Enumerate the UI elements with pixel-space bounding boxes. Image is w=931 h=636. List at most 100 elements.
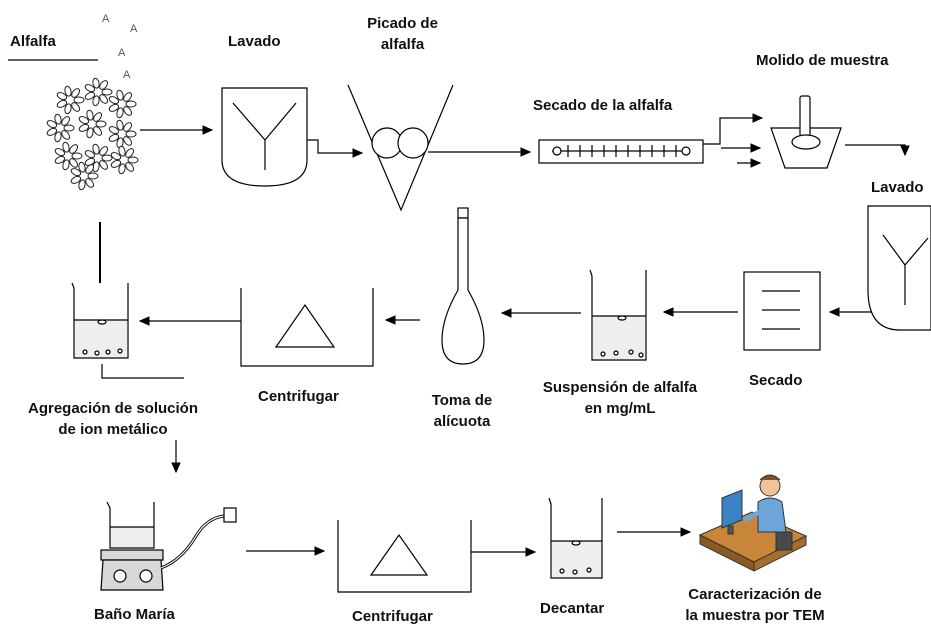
alfalfa-leaf — [62, 159, 70, 171]
label-caracterizacion-line1: Caracterización de — [688, 586, 822, 603]
drying-tube-outlets — [703, 113, 764, 168]
label-toma-line2: alícuota — [433, 413, 491, 430]
alfalfa-leaf — [56, 99, 68, 108]
alfalfa-leaf — [61, 130, 71, 140]
label-lavado-2: Lavado — [871, 179, 924, 196]
alfalfa-leaf — [118, 163, 126, 175]
alfalfa-leaf — [93, 112, 103, 122]
alfalfa-leaf — [93, 126, 103, 136]
label-toma-line1: Toma de — [431, 392, 493, 409]
alfalfa-leaf — [123, 122, 133, 132]
wash-tank-icon — [221, 87, 308, 187]
alfalfa-leaf — [123, 136, 133, 146]
label-centrifugar: Centrifugar — [258, 388, 339, 405]
alfalfa-leaf — [84, 150, 96, 159]
alfalfa-leaf — [127, 156, 139, 164]
alfalfa-leaf — [92, 77, 100, 89]
label-secado: Secado — [749, 372, 803, 389]
label-agregacion-line1: Agregación de solución — [27, 400, 199, 417]
alfalfa-leaf — [99, 146, 109, 156]
label-molido: Molido de muestra — [756, 52, 889, 69]
alfalfa-leaf — [86, 127, 94, 139]
alfalfa-leaf — [110, 152, 122, 161]
alfalfa-leaf-letter: A — [102, 13, 110, 25]
drying-tray-icon — [743, 271, 821, 351]
alfalfa-leaf — [116, 107, 124, 119]
volumetric-flask-icon — [441, 207, 485, 365]
centrifuge-icon — [240, 288, 374, 367]
label-picado-line1: Picado de — [367, 15, 438, 32]
alfalfa-leaf — [116, 119, 124, 131]
alfalfa-leaf — [101, 88, 113, 96]
alfalfa-leaf — [108, 96, 120, 105]
chopper-icon — [347, 84, 454, 212]
alfalfa-leaf — [99, 94, 109, 104]
alfalfa-leaf — [69, 144, 79, 154]
label-caracterizacion-line2: la muestra por TEM — [685, 607, 825, 624]
alfalfa-leaf — [71, 88, 81, 98]
alfalfa-leaf — [70, 168, 82, 177]
label-alfalfa: Alfalfa — [10, 33, 56, 50]
alfalfa-leaf — [125, 162, 135, 172]
alfalfa-leaf — [99, 160, 109, 170]
alfalfa-leaf — [73, 96, 85, 104]
alfalfa-leaf — [116, 89, 124, 101]
alfalfa-leaf — [61, 116, 71, 126]
alfalfa-leaf — [85, 178, 95, 188]
label-agregacion-line2: de ion metálico — [58, 421, 168, 438]
arrow-to-picado — [307, 139, 364, 158]
alfalfa-leaf — [78, 116, 90, 125]
label-secado-alfalfa: Secado de la alfalfa — [533, 97, 673, 114]
label-decantar: Decantar — [540, 600, 605, 617]
alfalfa-leaf — [123, 106, 133, 116]
alfalfa-leaf — [71, 152, 83, 160]
alfalfa-leaf — [86, 109, 94, 121]
alfalfa-leaf — [64, 85, 72, 97]
alfalfa-leaf — [108, 103, 120, 112]
wash-tank-2-icon — [867, 205, 931, 331]
alfalfa-leaf — [54, 148, 66, 157]
alfalfa-leaf-letter: A — [118, 47, 126, 59]
alfalfa-leaf — [54, 155, 66, 164]
alfalfa-leaf — [56, 92, 68, 101]
alfalfa-leaf — [46, 127, 58, 136]
alfalfa-leaf — [84, 91, 96, 100]
drying-tube-icon — [538, 139, 704, 164]
label-bano-maria: Baño María — [94, 606, 175, 623]
centrifuge-2-icon — [337, 520, 472, 593]
alfalfa-leaf — [78, 161, 86, 173]
alfalfa-leaf — [78, 123, 90, 132]
alfalfa-leaf — [62, 141, 70, 153]
alfalfa-leaf — [108, 133, 120, 142]
alfalfa-leaf — [99, 80, 109, 90]
alfalfa-leaf — [71, 102, 81, 112]
alfalfa-plant-icon: A A A A — [8, 13, 139, 191]
alfalfa-leaf — [118, 145, 126, 157]
alfalfa-leaf — [64, 103, 72, 115]
alfalfa-leaf — [70, 175, 82, 184]
alfalfa-leaf — [78, 179, 86, 191]
alfalfa-leaf — [125, 148, 135, 158]
alfalfa-leaf-letter: A — [123, 69, 131, 81]
alfalfa-leaf — [108, 126, 120, 135]
alfalfa-leaf — [125, 100, 137, 108]
alfalfa-leaf — [101, 154, 113, 162]
alfalfa-leaf — [46, 120, 58, 129]
alfalfa-leaf — [84, 84, 96, 93]
mortar-pestle-icon — [770, 95, 842, 169]
label-suspension-line2: en mg/mL — [584, 400, 656, 417]
alfalfa-leaf — [87, 172, 99, 180]
alfalfa-leaf — [54, 131, 62, 143]
alfalfa-leaf — [63, 124, 75, 132]
water-bath-icon — [100, 501, 237, 591]
alfalfa-leaf — [69, 158, 79, 168]
alfalfa-leaf-letter: A — [130, 23, 138, 35]
suspension-beaker-icon — [589, 269, 647, 361]
label-centrifugar-2: Centrifugar — [352, 608, 433, 625]
arrow-to-lavado-2 — [845, 144, 910, 157]
alfalfa-leaf — [95, 120, 107, 128]
alfalfa-leaf — [123, 92, 133, 102]
alfalfa-leaf — [125, 130, 137, 138]
